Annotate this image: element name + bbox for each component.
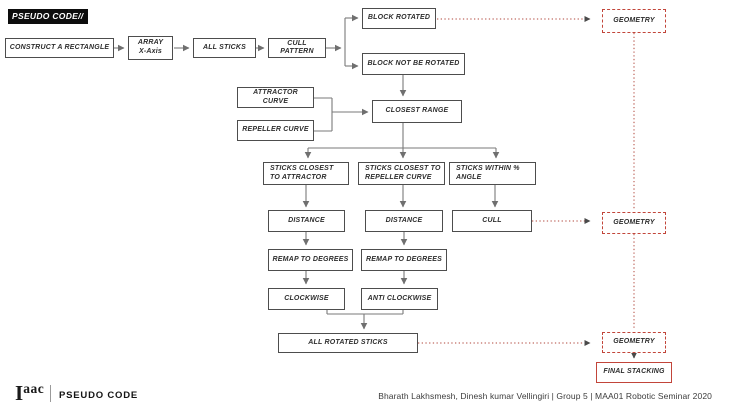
- credits-text: Bharath Lakhsmesh, Dinesh kumar Vellingi…: [378, 391, 712, 401]
- node-array-line2: X-Axis: [139, 48, 162, 55]
- node-remap-degrees-2: REMAP TO DEGREES: [361, 249, 447, 271]
- node-attractor-curve: ATTRACTOR CURVE: [237, 87, 314, 108]
- iaac-logo: Iaac: [15, 381, 44, 405]
- node-all-rotated-sticks: ALL ROTATED STICKS: [278, 333, 418, 353]
- iaac-logo-i: I: [15, 381, 24, 405]
- node-final-stacking: FINAL STACKING: [596, 362, 672, 383]
- node-sticks-within-angle: STICKS WITHIN % ANGLE: [449, 162, 536, 185]
- node-geometry-2: GEOMETRY: [602, 212, 666, 234]
- iaac-logo-aac: aac: [23, 381, 45, 396]
- node-array-line1: ARRAY: [137, 39, 164, 47]
- node-closest-range: CLOSEST RANGE: [372, 100, 462, 123]
- node-clockwise: CLOCKWISE: [268, 288, 345, 310]
- node-remap-degrees-1: REMAP TO DEGREES: [268, 249, 353, 271]
- node-distance-2: DISTANCE: [365, 210, 443, 232]
- node-sticks-closest-repeller: STICKS CLOSEST TO REPELLER CURVE: [358, 162, 445, 185]
- node-construct-rectangle: CONSTRUCT A RECTANGLE: [5, 38, 114, 58]
- node-repeller-curve: REPELLER CURVE: [237, 120, 314, 141]
- node-sticks-closest-attractor: STICKS CLOSEST TO ATTRACTOR: [263, 162, 349, 185]
- footer-section-title: PSEUDO CODE: [59, 390, 139, 401]
- pseudo-code-tag: PSEUDO CODE//: [8, 9, 89, 24]
- node-all-sticks: ALL STICKS: [193, 38, 256, 58]
- node-geometry-1: GEOMETRY: [602, 9, 666, 33]
- node-cull: CULL: [452, 210, 532, 232]
- node-array-x-axis: ARRAY X-Axis: [128, 36, 173, 60]
- footer-divider: [50, 385, 51, 402]
- node-distance-1: DISTANCE: [268, 210, 345, 232]
- node-block-not-be-rotated: BLOCK NOT BE ROTATED: [362, 53, 465, 75]
- node-anti-clockwise: ANTI CLOCKWISE: [361, 288, 438, 310]
- node-block-rotated: BLOCK ROTATED: [362, 8, 436, 29]
- node-cull-pattern: CULL PATTERN: [268, 38, 326, 58]
- node-geometry-3: GEOMETRY: [602, 332, 666, 353]
